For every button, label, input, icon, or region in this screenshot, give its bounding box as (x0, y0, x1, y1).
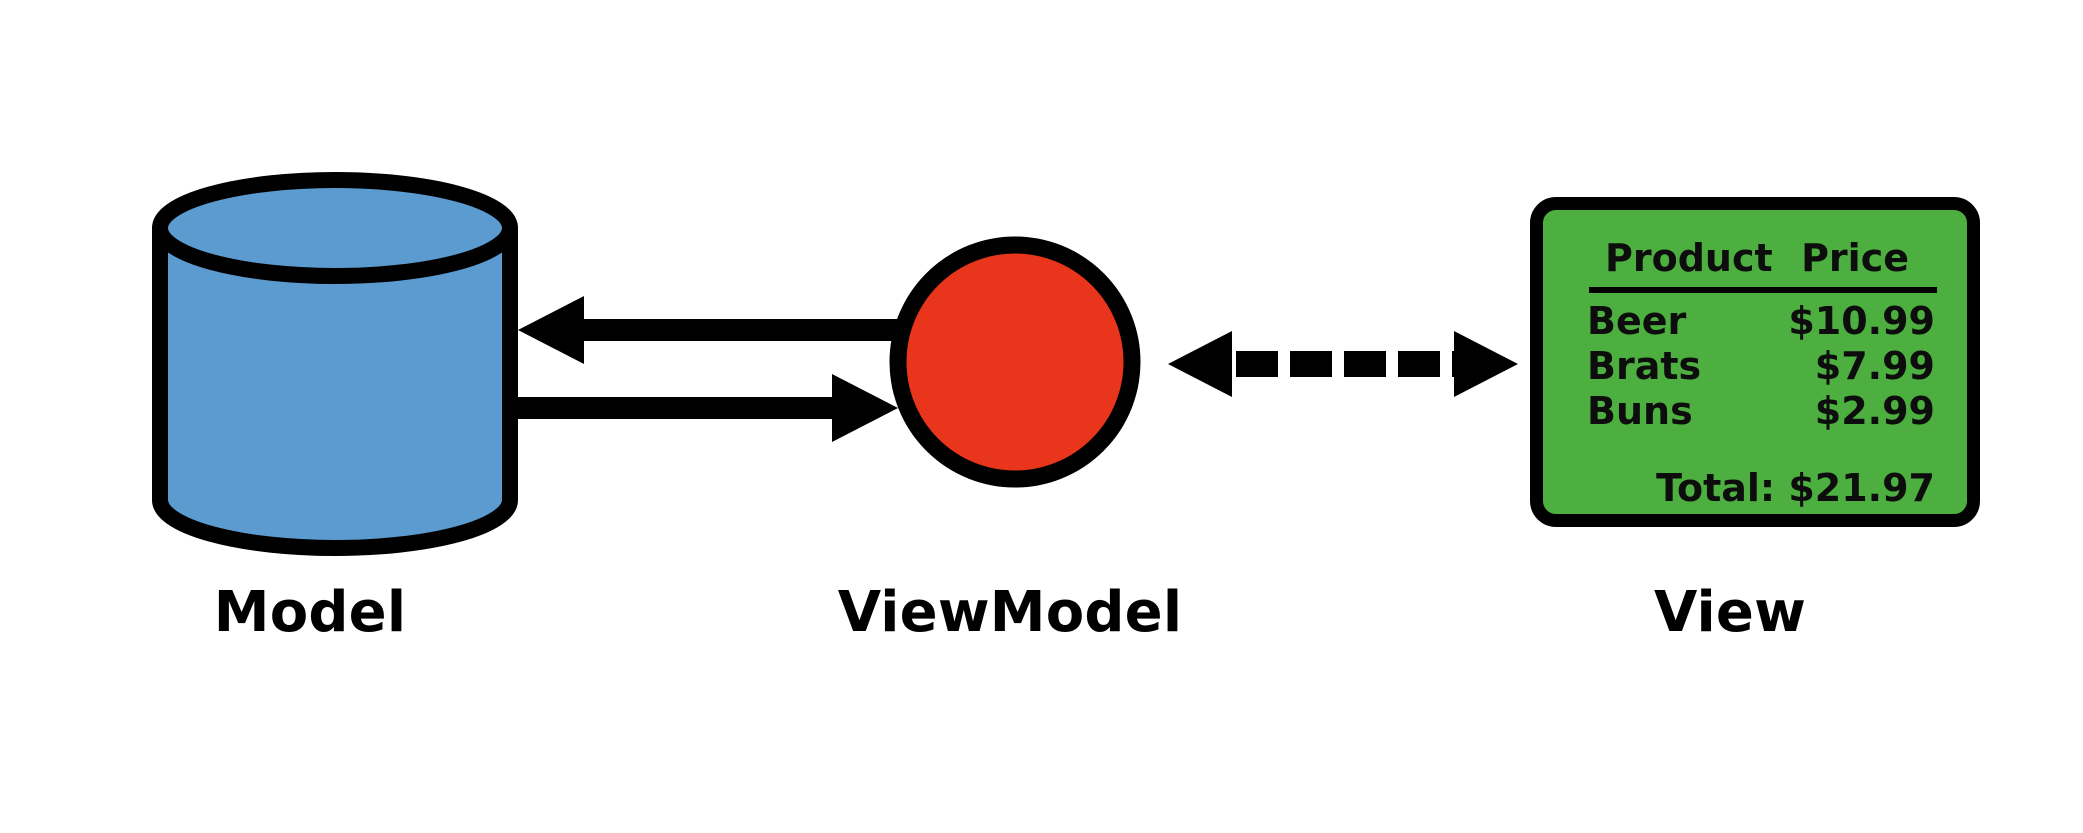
column-header-product: Product (1605, 236, 1773, 280)
arrow-viewmodel-view-binding (1168, 331, 1518, 397)
viewmodel-circle-shape (889, 236, 1141, 488)
cell-price: $10.99 (1788, 299, 1935, 344)
viewmodel-circle (889, 236, 1141, 488)
dashed-arrow-head-right (1454, 331, 1518, 397)
column-header-price: Price (1801, 236, 1909, 280)
model-label: Model (213, 580, 407, 645)
cell-price: $2.99 (1814, 389, 1935, 434)
table-header-row: Product Price (1587, 236, 1939, 280)
table-header-divider (1589, 287, 1937, 294)
view-panel: Product Price Beer $10.99 Brats $7.99 Bu… (1530, 197, 1980, 527)
cell-product: Brats (1587, 344, 1702, 389)
cylinder-top-ellipse (152, 172, 518, 284)
table-row: Buns $2.99 (1587, 389, 1939, 433)
arrow-head-right (832, 374, 898, 442)
view-label: View (1653, 580, 1807, 645)
dashed-arrow-dashes (1236, 351, 1458, 377)
table-total-row: Total: $21.97 (1656, 466, 1935, 511)
model-cylinder-shape (152, 172, 518, 556)
arrow-model-to-viewmodel (512, 374, 898, 442)
cylinder-body (152, 220, 518, 556)
view-price-table: Product Price Beer $10.99 Brats $7.99 Bu… (1587, 236, 1939, 510)
viewmodel-label: ViewModel (837, 580, 1183, 645)
arrow-viewmodel-to-model (518, 296, 905, 364)
table-row: Beer $10.99 (1587, 299, 1939, 343)
arrow-head-left (518, 296, 584, 364)
table-body: Beer $10.99 Brats $7.99 Buns $2.99 (1587, 299, 1939, 433)
cell-product: Beer (1587, 299, 1687, 344)
table-row: Brats $7.99 (1587, 344, 1939, 388)
dashed-arrow-head-left (1168, 331, 1232, 397)
cell-price: $7.99 (1814, 344, 1935, 389)
cell-product: Buns (1587, 389, 1693, 434)
